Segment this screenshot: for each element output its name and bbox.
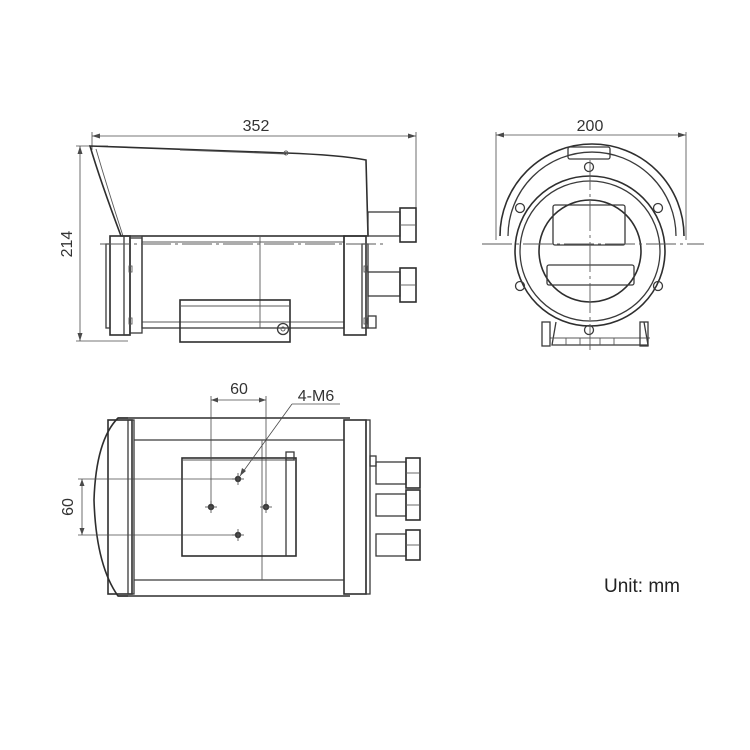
sunshield-arc [499, 143, 685, 237]
sunshield [88, 145, 369, 237]
hole-callout: 4-M6 [239, 388, 340, 477]
top-cable-glands [369, 455, 421, 561]
hole-spec-label: 4-M6 [298, 388, 335, 405]
front-view: 200 [482, 118, 704, 350]
dimension-hole-spacing-h: 60 [210, 381, 267, 507]
ir-window [546, 264, 635, 286]
length-dimension-label: 352 [243, 118, 270, 135]
front-bolts [514, 161, 664, 336]
mounting-bracket [179, 299, 291, 343]
rear-flange [109, 235, 131, 336]
cable-gland-top [367, 207, 417, 243]
hole-spacing-h-label: 60 [230, 381, 248, 398]
camera-window [552, 204, 626, 246]
top-rear-flange [107, 419, 133, 595]
height-dimension-label: 214 [59, 231, 76, 258]
front-flange [343, 235, 367, 336]
top-front-flange [343, 419, 367, 595]
hole-spacing-v-label: 60 [60, 498, 77, 516]
dimension-length: 352 [91, 118, 417, 208]
top-mounting-plate [181, 457, 297, 557]
side-view: 352 214 [59, 118, 417, 343]
housing-body [141, 235, 345, 329]
width-dimension-label: 200 [577, 118, 604, 135]
dimension-height: 214 [59, 145, 128, 342]
unit-label: Unit: mm [604, 576, 680, 597]
top-sunshield [93, 417, 128, 597]
dimension-hole-spacing-v: 60 [60, 478, 238, 536]
cable-gland-bottom [367, 267, 417, 303]
top-view: 60 4-M6 60 [60, 381, 421, 597]
dimension-width: 200 [495, 118, 687, 240]
